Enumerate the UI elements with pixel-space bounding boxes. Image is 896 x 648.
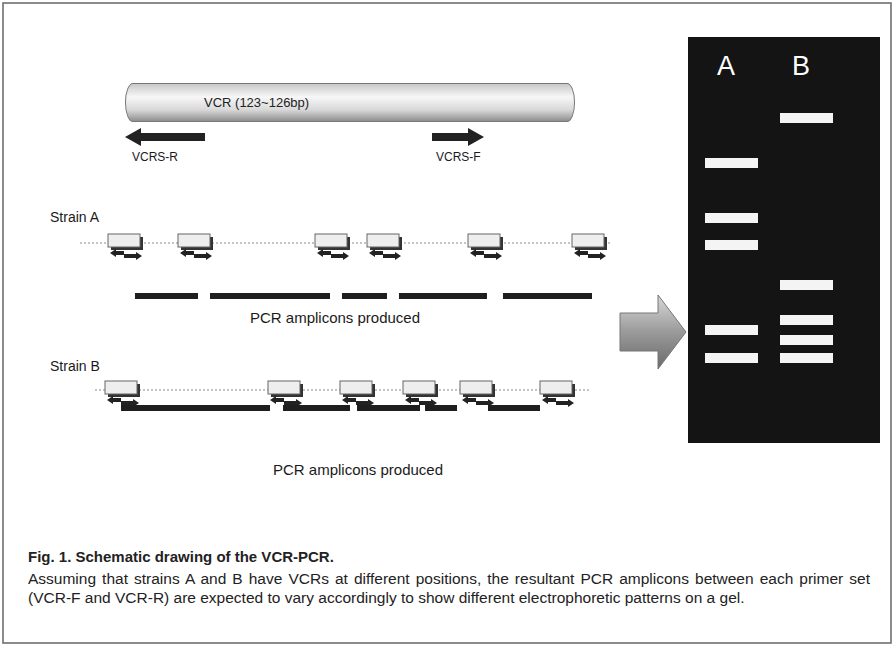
vcr-box (340, 381, 372, 394)
vcr-box (268, 381, 300, 394)
vcr-element (340, 381, 375, 407)
gel-band (780, 353, 833, 363)
amplicon-label: PCR amplicons produced (273, 461, 443, 478)
vcr-element (108, 234, 143, 260)
primer-arrow (556, 399, 574, 407)
amplicon-bar (283, 405, 350, 411)
vcr-element (178, 234, 213, 260)
process-arrow (620, 295, 686, 369)
vcr-box (367, 234, 399, 247)
primer-name: VCRS-F (436, 150, 481, 164)
vcr-box (105, 381, 137, 394)
caption-block: Fig. 1. Schematic drawing of the VCR-PCR… (28, 548, 870, 608)
primer-arrow (405, 396, 419, 404)
vcr-box (468, 234, 500, 247)
primer-arrow (342, 396, 356, 404)
primer-arrow (484, 252, 502, 260)
vcr-box (540, 381, 572, 394)
primer-arrow (574, 249, 588, 257)
primer-arrow (588, 252, 606, 260)
gel-band (780, 280, 833, 290)
primer-arrow (432, 128, 484, 146)
gel-background (688, 37, 880, 443)
strain-map (105, 381, 575, 411)
primer-arrow (124, 252, 142, 260)
figure-caption: Assuming that strains A and B have VCRs … (28, 569, 870, 608)
amplicon-bar (210, 293, 330, 299)
primer-arrow (125, 128, 205, 146)
gel-band (705, 213, 758, 223)
amplicon-bar (503, 293, 592, 299)
amplicon-bar (121, 405, 270, 411)
gel-panel: AB (688, 37, 880, 443)
amplicon-bar (488, 405, 540, 411)
gel-band (780, 335, 833, 345)
vcr-box (315, 234, 347, 247)
vcr-element (315, 234, 350, 260)
vcr-element (367, 234, 402, 260)
primer-arrow (470, 249, 484, 257)
primer-arrow (369, 249, 383, 257)
vcr-box (572, 234, 604, 247)
strain-map (108, 234, 607, 299)
gel-band (705, 325, 758, 335)
gel-band (705, 240, 758, 250)
amplicon-bar (425, 405, 457, 411)
primer-arrow (107, 396, 121, 404)
primer-arrow (317, 249, 331, 257)
gel-band (780, 113, 833, 123)
vcr-box (403, 381, 435, 394)
figure-title: Fig. 1. Schematic drawing of the VCR-PCR… (28, 548, 870, 565)
vcr-element (460, 381, 495, 407)
strain-name: Strain B (50, 358, 100, 374)
vcr-box (108, 234, 140, 247)
primer-arrow (383, 252, 401, 260)
vcr-box (178, 234, 210, 247)
vcr-element (572, 234, 607, 260)
primer-arrow (462, 396, 476, 404)
amplicon-label: PCR amplicons produced (250, 309, 420, 326)
vcr-element (268, 381, 303, 407)
gel-band (780, 315, 833, 325)
lane-label: B (792, 51, 810, 82)
vcr-element (468, 234, 503, 260)
primer-arrow (194, 252, 212, 260)
primer-arrow (270, 396, 284, 404)
vcr-element (105, 381, 140, 407)
amplicon-bar (399, 293, 487, 299)
lane-label: A (717, 51, 735, 82)
primer-arrow (542, 396, 556, 404)
primer-arrow (331, 252, 349, 260)
figure-border (3, 3, 891, 643)
gel-band (705, 158, 758, 168)
amplicon-bar (357, 405, 420, 411)
amplicon-bar (342, 293, 387, 299)
vcr-box (460, 381, 492, 394)
element-label: VCR (123~126bp) (204, 95, 309, 110)
vcr-element (540, 381, 575, 407)
primer-name: VCRS-R (132, 150, 178, 164)
amplicon-bar (135, 293, 198, 299)
primer-arrow (110, 249, 124, 257)
gel-band (705, 353, 758, 363)
vcr-element-bar: VCR (123~126bp) (125, 83, 575, 122)
vcr-element (403, 381, 438, 407)
strain-name: Strain A (50, 209, 99, 225)
primer-arrow (180, 249, 194, 257)
